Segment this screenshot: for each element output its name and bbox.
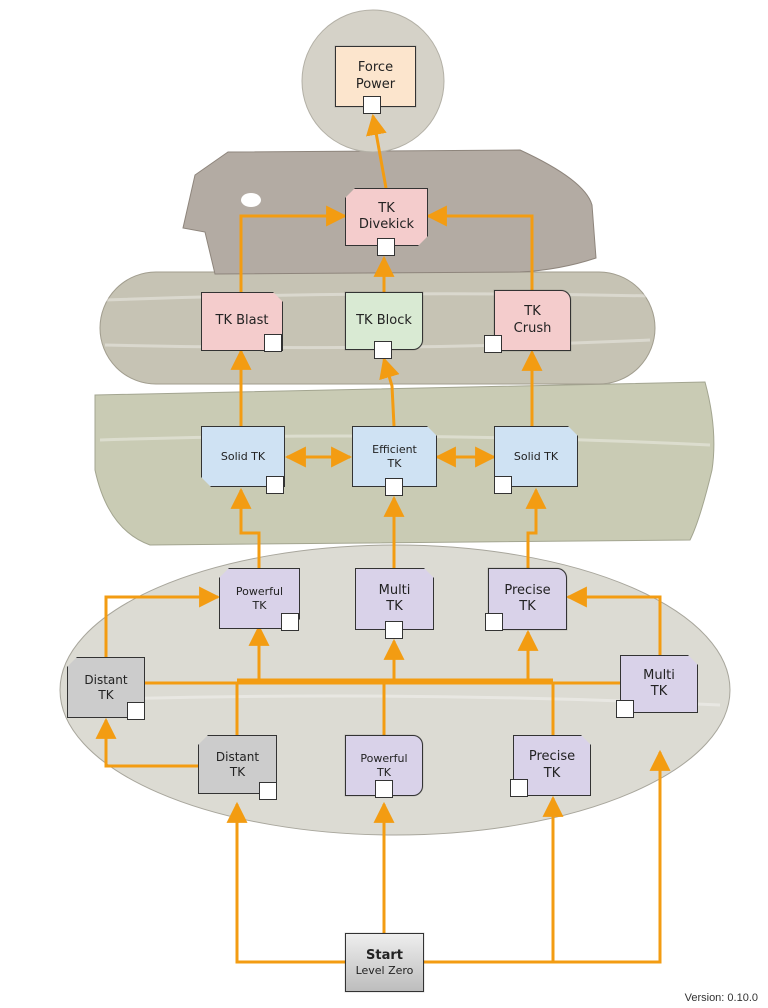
node-label: Force Power xyxy=(355,60,396,92)
node-label: Powerful TK xyxy=(360,751,408,779)
unlock-checkbox-force-power[interactable] xyxy=(363,96,381,114)
unlock-checkbox-solid-tk-left[interactable] xyxy=(266,476,284,494)
unlock-checkbox-distant-tk-lower[interactable] xyxy=(259,782,277,800)
node-start-level-zero[interactable]: Start Level Zero xyxy=(345,933,424,992)
unlock-checkbox-multi-tk-upper[interactable] xyxy=(385,621,403,639)
unlock-checkbox-precise-tk-lower[interactable] xyxy=(510,779,528,797)
node-label: TK Block xyxy=(356,312,412,328)
node-label: Distant TK xyxy=(84,672,128,702)
node-tk-block[interactable]: TK Block xyxy=(345,292,423,350)
node-label: TK Blast xyxy=(215,313,269,329)
node-label: TK Crush xyxy=(513,304,552,336)
unlock-checkbox-efficient-tk[interactable] xyxy=(385,478,403,496)
node-label: Solid TK xyxy=(513,449,559,463)
unlock-checkbox-tk-blast[interactable] xyxy=(264,334,282,352)
node-label: Efficient TK xyxy=(372,442,417,470)
node-label: Precise TK xyxy=(504,582,551,614)
node-label: TK Divekick xyxy=(358,200,415,232)
node-tk-crush[interactable]: TK Crush xyxy=(494,290,571,351)
version-label: Version: 0.10.0 xyxy=(684,992,758,1004)
node-label: Precise TK xyxy=(528,749,576,781)
connectors xyxy=(95,113,671,964)
node-force-power[interactable]: Force Power xyxy=(335,46,416,107)
unlock-checkbox-powerful-tk-lower[interactable] xyxy=(375,780,393,798)
unlock-checkbox-multi-tk-right[interactable] xyxy=(616,700,634,718)
stone-hole xyxy=(241,193,261,207)
start-sublabel: Level Zero xyxy=(355,963,414,977)
node-label: Powerful TK xyxy=(235,584,284,612)
unlock-checkbox-powerful-tk-upper[interactable] xyxy=(281,613,299,631)
node-label: Multi TK xyxy=(643,667,675,699)
start-label: Start xyxy=(366,947,403,963)
node-label: Multi TK xyxy=(378,582,411,614)
unlock-checkbox-solid-tk-right[interactable] xyxy=(494,476,512,494)
node-multi-tk-upper[interactable]: Multi TK xyxy=(355,568,434,630)
node-tk-divekick[interactable]: TK Divekick xyxy=(345,188,428,246)
node-label: Solid TK xyxy=(220,449,266,463)
unlock-checkbox-distant-tk-left[interactable] xyxy=(127,702,145,720)
unlock-checkbox-tk-divekick[interactable] xyxy=(377,238,395,256)
node-label: Distant TK xyxy=(215,749,260,779)
unlock-checkbox-tk-crush[interactable] xyxy=(484,335,502,353)
unlock-checkbox-tk-block[interactable] xyxy=(374,341,392,359)
unlock-checkbox-precise-tk-upper[interactable] xyxy=(485,613,503,631)
node-powerful-tk-upper[interactable]: Powerful TK xyxy=(219,568,300,629)
